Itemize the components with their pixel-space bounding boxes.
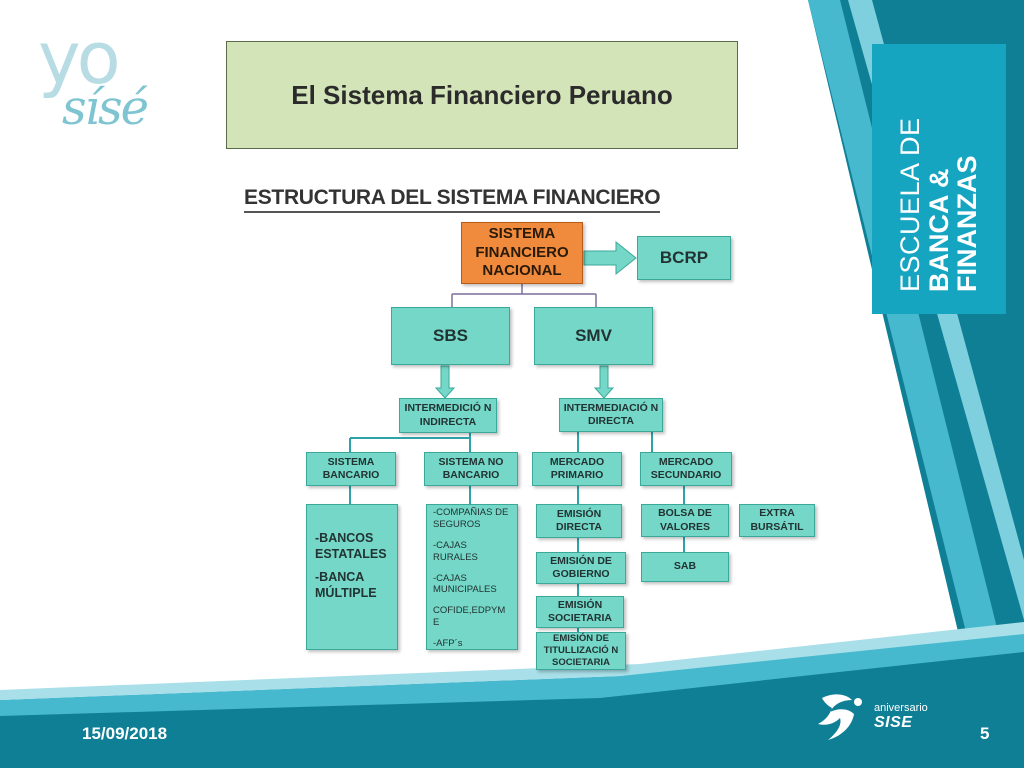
node-emision-directa: EMISIÓN DIRECTA [536,504,622,538]
footer-date: 15/09/2018 [82,724,168,743]
list-item: -BANCOS ESTATALES [315,531,387,561]
node-emision-gobierno: EMISIÓN DE GOBIERNO [536,552,626,584]
sise-anniversary-icon [818,694,862,740]
node-no-bancario-list: -COMPAÑIAS DE SEGUROS -CAJAS RURALES -CA… [426,504,518,650]
arrow-sbs-ind [434,365,456,399]
node-sab: SAB [641,552,729,582]
node-extra-bursatil: EXTRA BURSÁTIL [739,504,815,537]
footer-brand-name: SISE [874,714,913,731]
list-item: -CAJAS RURALES [433,539,478,563]
diagram-subtitle: ESTRUCTURA DEL SISTEMA FINANCIERO [244,186,661,213]
arrow-smv-dir [593,365,615,399]
bottom-band-pale [0,622,1024,700]
side-panel-line2: BANCA & [923,168,954,293]
title-box: El Sistema Financiero Peruano [226,41,738,149]
list-item: COFIDE,EDPYM E [433,605,506,629]
logo-sise: sísé [62,80,149,136]
node-bolsa-valores: BOLSA DE VALORES [641,504,729,537]
node-emision-titulizacion: EMISIÓN DE TITULLIZACIÓ N SOCIETARIA [536,632,626,670]
right-stripe-light [808,0,1000,640]
page-number: 5 [980,724,990,743]
side-panel-text: ESCUELA DE BANCA & FINANZAS [872,44,1006,314]
node-bancos-list: -BANCOS ESTATALES -BANCA MÚLTIPLE [306,504,398,650]
arrow-root-bcrp [583,240,637,276]
list-item: -COMPAÑIAS DE SEGUROS [433,507,509,530]
node-emision-societaria: EMISIÓN SOCIETARIA [536,596,624,628]
node-sbs: SBS [391,307,510,365]
page-title: El Sistema Financiero Peruano [291,79,673,110]
logo-yo: yo [38,16,121,100]
node-mercado-secundario: MERCADO SECUNDARIO [640,452,732,486]
node-intermediacion-directa: INTERMEDIACIÓ N DIRECTA [559,398,663,432]
node-intermediacion-indirecta: INTERMEDICIÓ N INDIRECTA [399,398,497,433]
node-bcrp: BCRP [637,236,731,280]
node-root: SISTEMA FINANCIERO NACIONAL [461,222,583,284]
node-smv: SMV [534,307,653,365]
footer-brand-word: aniversario [874,702,928,714]
side-panel-line1: ESCUELA DE [895,117,926,292]
node-mercado-primario: MERCADO PRIMARIO [532,452,622,486]
node-sistema-bancario: SISTEMA BANCARIO [306,452,396,486]
bottom-band-highlight [0,630,1024,716]
node-sistema-no-bancario: SISTEMA NO BANCARIO [424,452,518,486]
side-panel-line3: FINANZAS [952,155,983,293]
side-panel: ESCUELA DE BANCA & FINANZAS [872,44,1006,314]
list-item: -BANCA MÚLTIPLE [315,570,377,600]
list-item: -CAJAS MUNICIPALES [433,572,497,596]
list-item: -AFP´s [433,638,463,649]
